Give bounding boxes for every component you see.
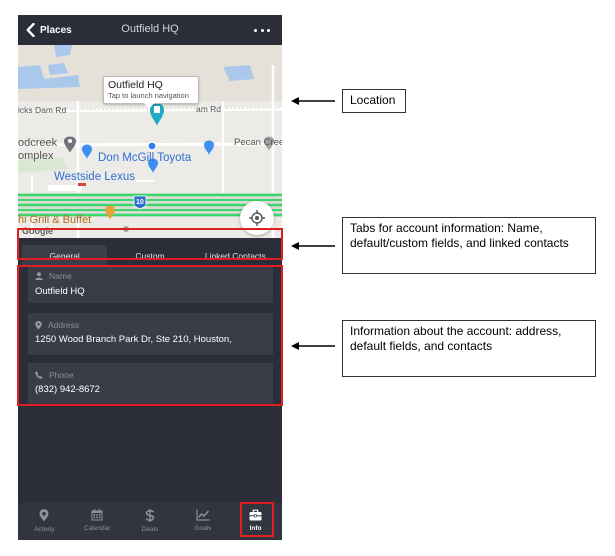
page-title: Outfield HQ (121, 23, 179, 35)
address-label: Address (48, 320, 80, 330)
chart-icon (196, 509, 210, 521)
map-callout[interactable]: Outfield HQ Tap to launch navigation (103, 76, 199, 109)
google-logo: Google (22, 226, 53, 236)
tab-general[interactable]: General (22, 245, 108, 267)
nav-info-label: Info (249, 525, 262, 532)
map-label-lexus: Westside Lexus (54, 171, 135, 183)
nav-calendar[interactable]: Calendar (71, 503, 124, 540)
map-graphic (18, 45, 282, 238)
arrow-left-icon (291, 342, 335, 350)
nav-goals-label: Goals (194, 525, 212, 532)
map-view[interactable]: icks Dam Rd am Rd odcreek omplex Pecan C… (18, 45, 282, 238)
name-field-header: Name (35, 271, 72, 281)
tab-linked-contacts[interactable]: Linked Contacts (204, 251, 266, 261)
nav-calendar-label: Calendar (84, 525, 111, 532)
callout-title: Outfield HQ (108, 79, 163, 91)
address-value: 1250 Wood Branch Park Dr, Ste 210, Houst… (35, 334, 232, 345)
more-options-icon[interactable] (254, 22, 270, 38)
nav-deals-label: Deals (141, 526, 159, 533)
arrow-left-icon (291, 242, 335, 250)
name-field[interactable]: Name Outfield HQ (28, 267, 273, 303)
location-annotation: Location (342, 89, 406, 113)
map-label-complex: omplex (18, 150, 54, 162)
name-value: Outfield HQ (35, 286, 85, 297)
address-field-header: Address (35, 320, 79, 330)
phone-field[interactable]: Phone (832) 942-8672 (28, 363, 273, 405)
phone-value: (832) 942-8672 (35, 384, 100, 395)
location-pin-icon (35, 320, 42, 330)
info-annotation: Information about the account: address, … (342, 320, 596, 377)
map-label-woodcreek: odcreek (18, 137, 58, 149)
tab-custom[interactable]: Custom (135, 251, 165, 261)
nav-activity[interactable]: Activity (18, 503, 71, 540)
nav-goals[interactable]: Goals (176, 503, 229, 540)
address-field[interactable]: Address 1250 Wood Branch Park Dr, Ste 21… (28, 313, 273, 355)
person-icon (35, 272, 43, 280)
phone-icon (35, 371, 43, 379)
map-label-grill: hi Grill & Buffet (18, 214, 92, 226)
phone-label: Phone (49, 370, 74, 380)
map-label-pecan: Pecan Cree (234, 137, 282, 148)
location-pin-icon (39, 509, 49, 522)
crosshair-icon (249, 210, 265, 226)
name-label: Name (49, 271, 72, 281)
back-button[interactable]: Places (26, 21, 72, 39)
top-bar: Places Outfield HQ (18, 15, 282, 45)
briefcase-icon (249, 509, 262, 521)
dollar-icon (145, 509, 155, 522)
arrow-left-icon (291, 97, 335, 105)
nav-info[interactable]: Info (229, 503, 282, 540)
info-tab-highlight-box (240, 502, 274, 537)
phone-screen: Places Outfield HQ (18, 15, 282, 540)
callout-subtitle: Tap to launch navigation (108, 91, 189, 100)
account-tabs: General Custom Linked Contacts (22, 245, 278, 267)
tabs-annotation: Tabs for account information: Name, defa… (342, 217, 596, 274)
tabs-highlight-box (17, 228, 283, 260)
map-label-highway: 10 (136, 199, 144, 206)
phone-field-header: Phone (35, 370, 74, 380)
nav-activity-label: Activity (34, 526, 55, 533)
map-label-toyota: Don McGill Toyota (98, 152, 192, 164)
info-highlight-box (17, 265, 283, 406)
back-label: Places (40, 24, 72, 36)
chevron-left-icon (26, 23, 35, 37)
map-label-road-left: icks Dam Rd (18, 105, 67, 115)
calendar-icon (91, 509, 103, 521)
nav-deals[interactable]: Deals (124, 503, 177, 540)
bottom-navigation: Activity Calendar Deals (18, 503, 282, 540)
map-label-road-right: am Rd (196, 104, 222, 114)
